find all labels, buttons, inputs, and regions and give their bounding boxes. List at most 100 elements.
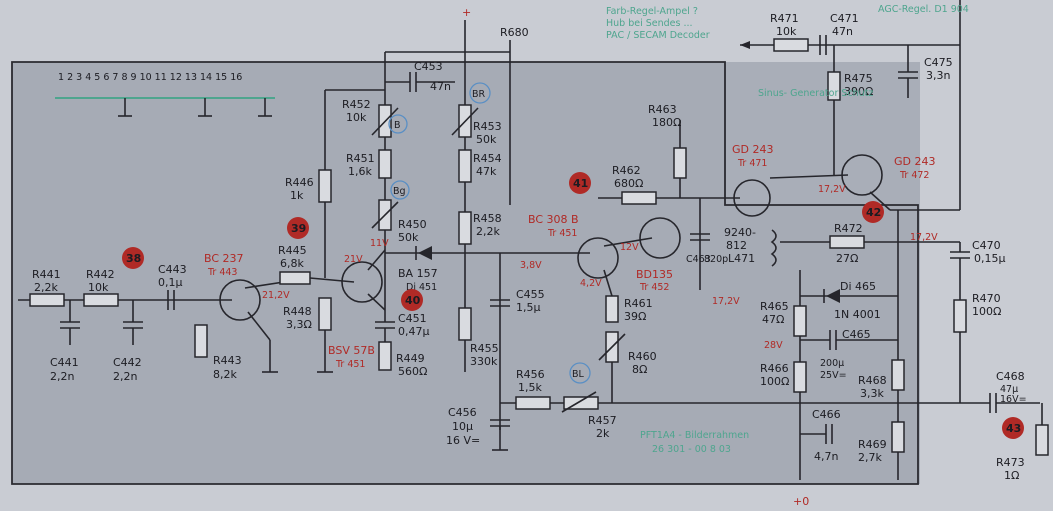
- top-note-line2: Hub bei Sendes ...: [606, 18, 693, 29]
- c456-value: 10μ: [452, 420, 473, 433]
- r456-value: 1,5k: [518, 381, 542, 394]
- l471-coil: [770, 229, 777, 267]
- supply-plus-label: +: [462, 6, 471, 19]
- r475-resistor: [827, 71, 841, 101]
- top-note-line3: PAC / SECAM Decoder: [606, 30, 710, 41]
- r445-value: 6,8k: [280, 257, 304, 270]
- marker-43: [1002, 417, 1024, 439]
- r455-value: 330k: [470, 355, 498, 368]
- di465-value: 1N 4001: [834, 308, 881, 321]
- c466-capacitor: [800, 424, 833, 444]
- r446-name: R446: [285, 176, 314, 189]
- c470-name: C470: [972, 239, 1001, 252]
- bc237-ref: Tr 443: [207, 267, 237, 278]
- c471-capacitor: [819, 35, 827, 55]
- r472-value: 27Ω: [836, 252, 858, 265]
- marker-42-label: 42: [866, 206, 881, 219]
- marker-38-label: 38: [126, 252, 141, 265]
- c471-value: 47n: [832, 25, 853, 38]
- r441-resistor: [29, 293, 65, 307]
- r461-value: 39Ω: [624, 310, 646, 323]
- c456-voltage: 16 V=: [446, 434, 480, 447]
- di465-name: Di 465: [840, 280, 876, 293]
- r446-value: 1k: [290, 189, 304, 202]
- c468-value: 47μ: [1000, 384, 1018, 395]
- r453-value: 50k: [476, 133, 497, 146]
- r466-resistor: [793, 361, 807, 393]
- r449-name: R449: [396, 352, 425, 365]
- c451-name: C451: [398, 312, 427, 325]
- r462-value: 680Ω: [614, 177, 643, 190]
- marker-40-label: 40: [405, 294, 421, 307]
- r443-value: 8,2k: [213, 368, 237, 381]
- bd135-ref: Tr 452: [639, 282, 669, 293]
- bc237-name: BC 237: [204, 252, 244, 265]
- r462-resistor: [621, 191, 657, 205]
- testpoint-bl-label: BL: [572, 369, 585, 380]
- c451-value: 0,47μ: [398, 325, 430, 338]
- bc308b-name: BC 308 B: [528, 213, 579, 226]
- bsv57b-transistor: [341, 261, 383, 303]
- testpoint-bg: [390, 180, 410, 200]
- r458-name: R458: [473, 212, 502, 225]
- l471-line3: L471: [728, 252, 755, 265]
- c441-name: C441: [50, 356, 79, 369]
- r453-name: R453: [473, 120, 502, 133]
- ba157-ref: Di 451: [406, 282, 437, 293]
- c475-value: 3,3n: [926, 69, 950, 82]
- c470-value: 0,15μ: [974, 252, 1006, 265]
- c465-value: 200μ: [820, 358, 844, 369]
- r475-name: R475: [844, 72, 873, 85]
- c463-value: 820p: [704, 254, 728, 265]
- gd243-tr471-transistor: [733, 179, 771, 217]
- c468-voltage: 16V=: [1000, 394, 1027, 405]
- r458-value: 2,2k: [476, 225, 500, 238]
- r441-value: 2,2k: [34, 281, 58, 294]
- c468-name: C468: [996, 370, 1025, 383]
- testpoint-br: [469, 82, 491, 104]
- c470-capacitor: [950, 242, 970, 300]
- bd135-name: BD135: [636, 268, 673, 281]
- r466-name: R466: [760, 362, 789, 375]
- r441-name: R441: [32, 268, 61, 281]
- supply-plus0-label: +0: [793, 495, 809, 508]
- r471-value: 10k: [776, 25, 797, 38]
- voltage-12v: 12V: [620, 242, 639, 253]
- top-note-line1: Farb-Regel-Ampel ?: [606, 6, 698, 17]
- ba157-name: BA 157: [398, 267, 438, 280]
- voltage-28v: 28V: [764, 340, 783, 351]
- r449-value: 560Ω: [398, 365, 427, 378]
- voltage-21v: 21V: [344, 254, 363, 265]
- voltage-11v: 11V: [370, 238, 389, 249]
- r442-resistor: [83, 293, 119, 307]
- r465-name: R465: [760, 300, 789, 313]
- c453-capacitor: [385, 72, 455, 92]
- voltage-17-2v-a: 17,2V: [818, 184, 846, 195]
- r465-resistor: [793, 305, 807, 337]
- r460-name: R460: [628, 350, 657, 363]
- c455-value: 1,5μ: [516, 301, 541, 314]
- gd243-tr472-ref: Tr 472: [899, 170, 929, 181]
- r445-resistor: [279, 271, 311, 285]
- r454-value: 47k: [476, 165, 497, 178]
- c442-value: 2,2n: [113, 370, 137, 383]
- c465-voltage: 25V=: [820, 370, 847, 381]
- r458-resistor: [458, 211, 472, 245]
- r463-resistor: [673, 147, 687, 179]
- r466-value: 100Ω: [760, 375, 789, 388]
- marker-39: [287, 217, 309, 239]
- r456-resistor: [515, 396, 551, 410]
- r451-name: R451: [346, 152, 375, 165]
- r472-resistor: [829, 235, 865, 249]
- r445-name: R445: [278, 244, 307, 257]
- voltage-4-2v: 4,2V: [580, 278, 602, 289]
- l471-line1: 9240-: [724, 226, 756, 239]
- marker-42: [862, 201, 884, 223]
- bottom-note-line2: 26 301 - 00 8 03: [652, 444, 731, 455]
- c441-value: 2,2n: [50, 370, 74, 383]
- r446-resistor: [318, 169, 332, 203]
- gd243-tr472-name: GD 243: [894, 155, 936, 168]
- r473-name: R473: [996, 456, 1025, 469]
- r442-value: 10k: [88, 281, 109, 294]
